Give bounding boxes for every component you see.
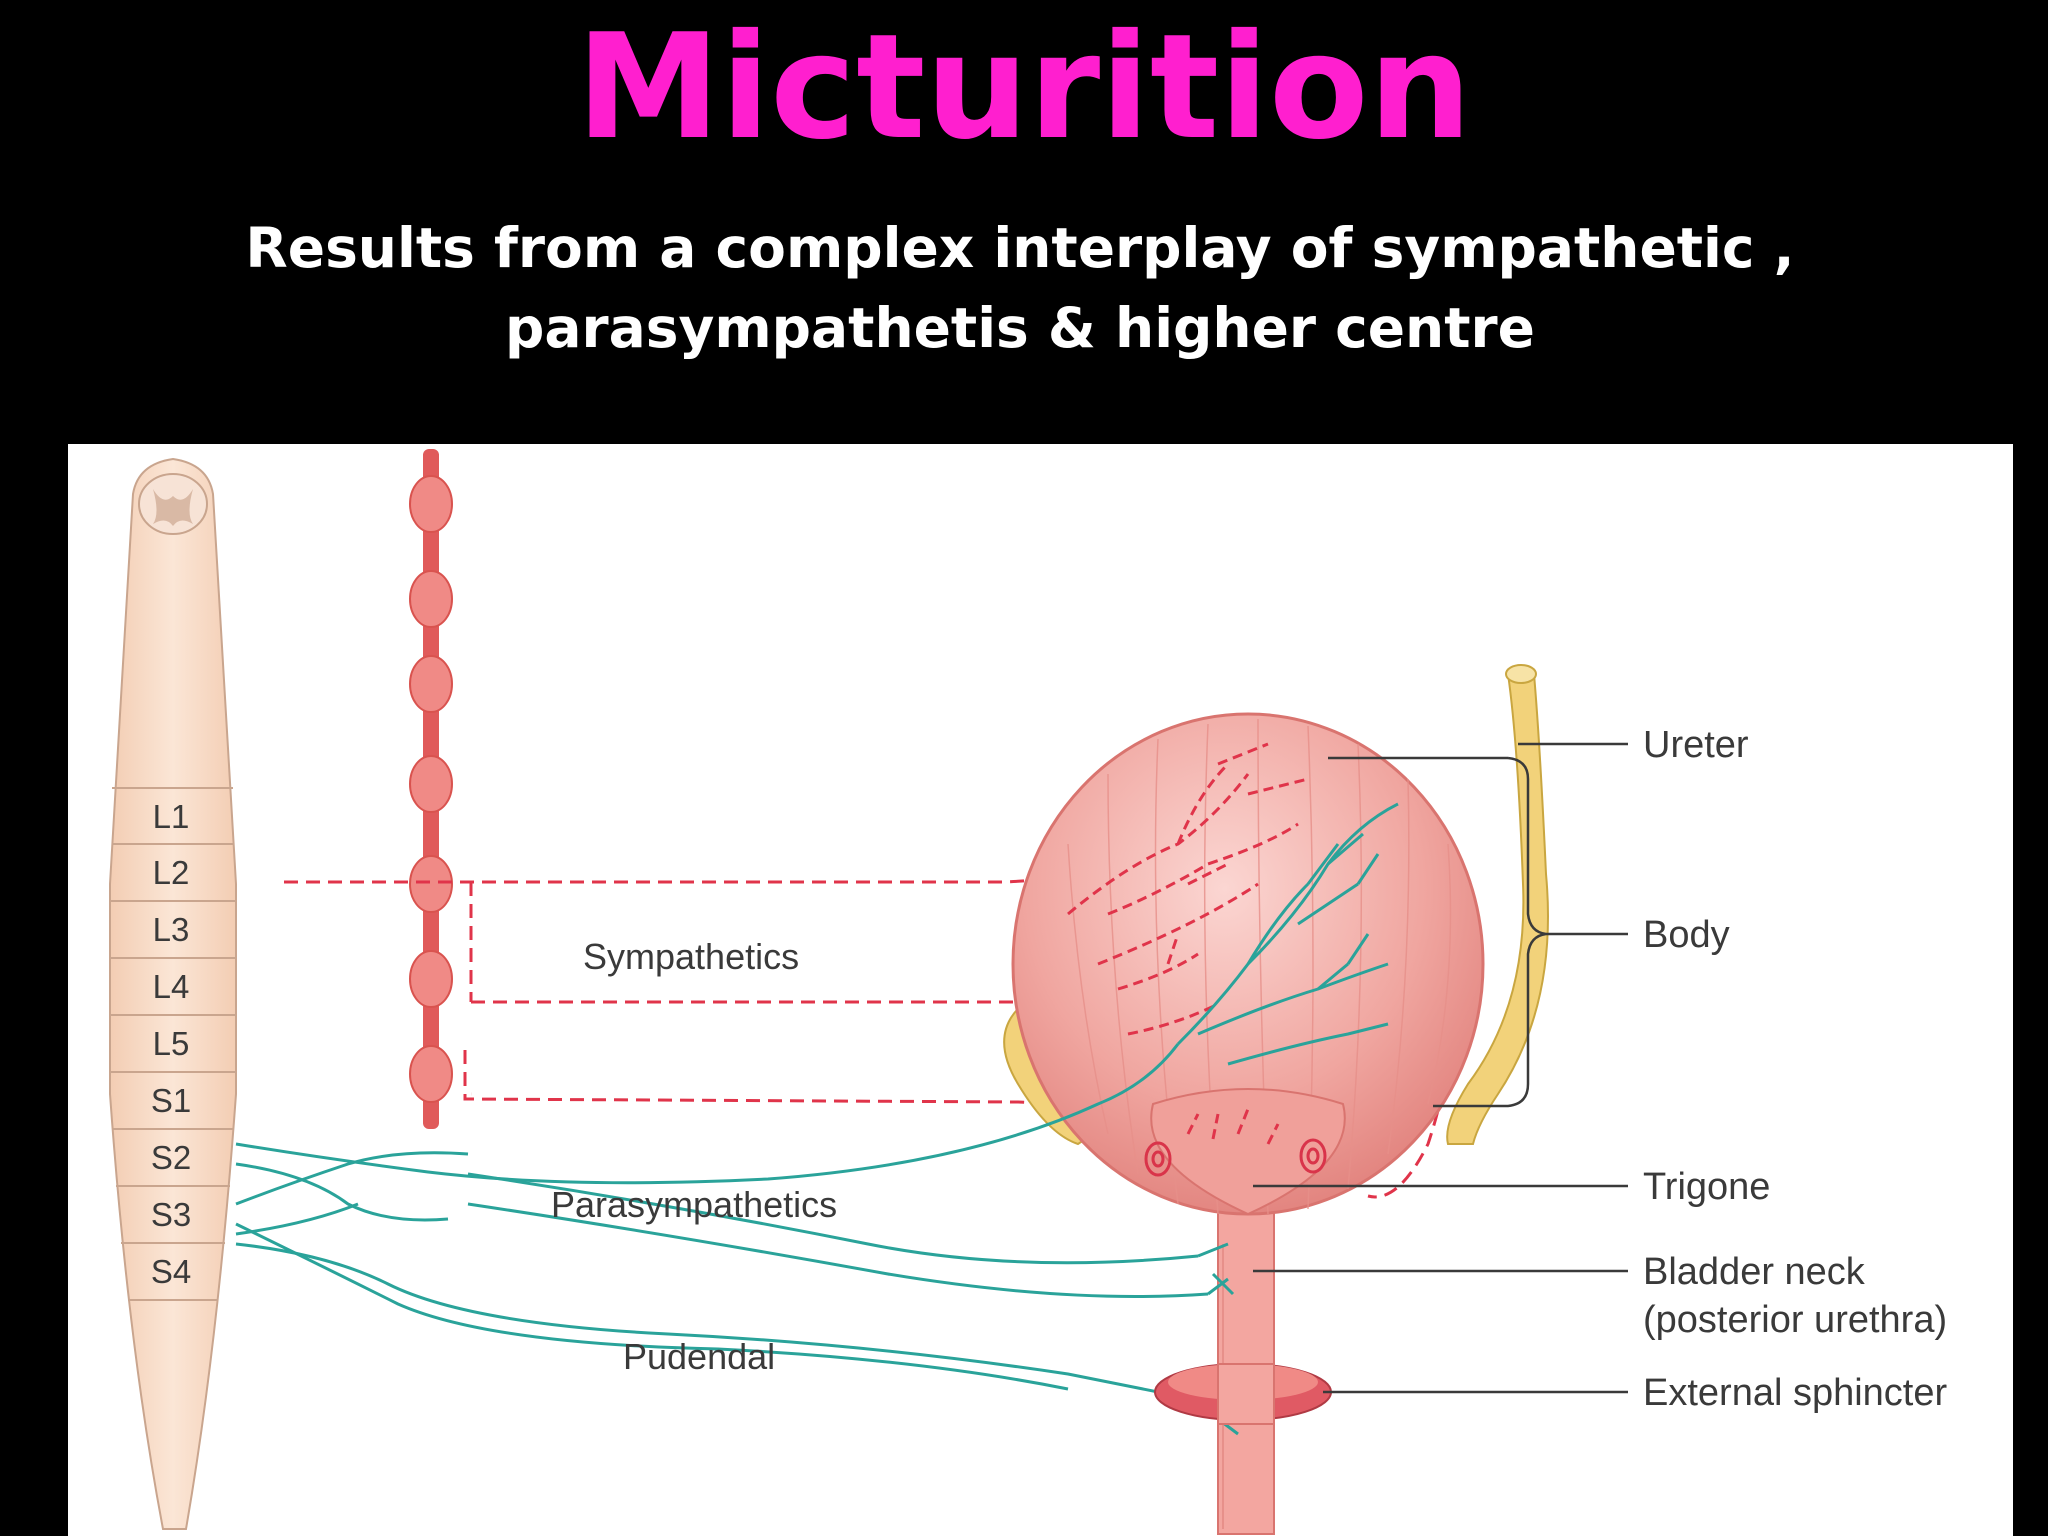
- label-ureter: Ureter: [1643, 724, 1749, 766]
- sympathetic-chain: [409, 449, 453, 1129]
- label-bladder-neck-sub: (posterior urethra): [1643, 1299, 1947, 1341]
- label-external-sphincter: External sphincter: [1643, 1372, 1947, 1414]
- ureteric-orifice-left-icon: [1144, 1141, 1172, 1177]
- slide-title: Micturition: [576, 3, 1472, 172]
- parasympathetic-nerves: [235, 802, 1399, 1436]
- diagram-panel: L1 L2 L3 L4 L5 S1 S2 S3 S4: [68, 444, 2013, 1536]
- segment-label-l2: L2: [153, 854, 190, 891]
- nerve-label-pudendal: Pudendal: [623, 1336, 775, 1377]
- segment-label-s1: S1: [151, 1082, 191, 1119]
- ureteric-orifice-right-icon: [1299, 1138, 1327, 1174]
- segment-label-l1: L1: [153, 798, 190, 835]
- segment-dividers: [111, 787, 235, 1301]
- segment-label-s2: S2: [151, 1139, 191, 1176]
- segment-label-l5: L5: [153, 1025, 190, 1062]
- nerve-label-parasympathetics: Parasympathetics: [551, 1184, 837, 1225]
- label-body: Body: [1643, 914, 1730, 956]
- label-bladder-neck: Bladder neck: [1643, 1251, 1866, 1293]
- sympathetic-fibers-bladder: [1067, 742, 1309, 1145]
- slide-subtitle: Results from a complex interplay of symp…: [245, 216, 1795, 360]
- segment-label-s3: S3: [151, 1196, 191, 1233]
- nerve-label-sympathetics: Sympathetics: [583, 936, 799, 977]
- segment-label-s4: S4: [151, 1253, 191, 1290]
- leader-lines: [1253, 742, 1628, 1394]
- segment-label-l4: L4: [153, 968, 190, 1005]
- micturition-diagram: L1 L2 L3 L4 L5 S1 S2 S3 S4: [109, 449, 1947, 1535]
- spinal-cross-section-icon: [138, 473, 208, 535]
- spinal-cord: L1 L2 L3 L4 L5 S1 S2 S3 S4: [109, 457, 237, 1530]
- segment-label-l3: L3: [153, 911, 190, 948]
- external-sphincter: [1154, 1363, 1332, 1425]
- label-trigone: Trigone: [1643, 1166, 1770, 1208]
